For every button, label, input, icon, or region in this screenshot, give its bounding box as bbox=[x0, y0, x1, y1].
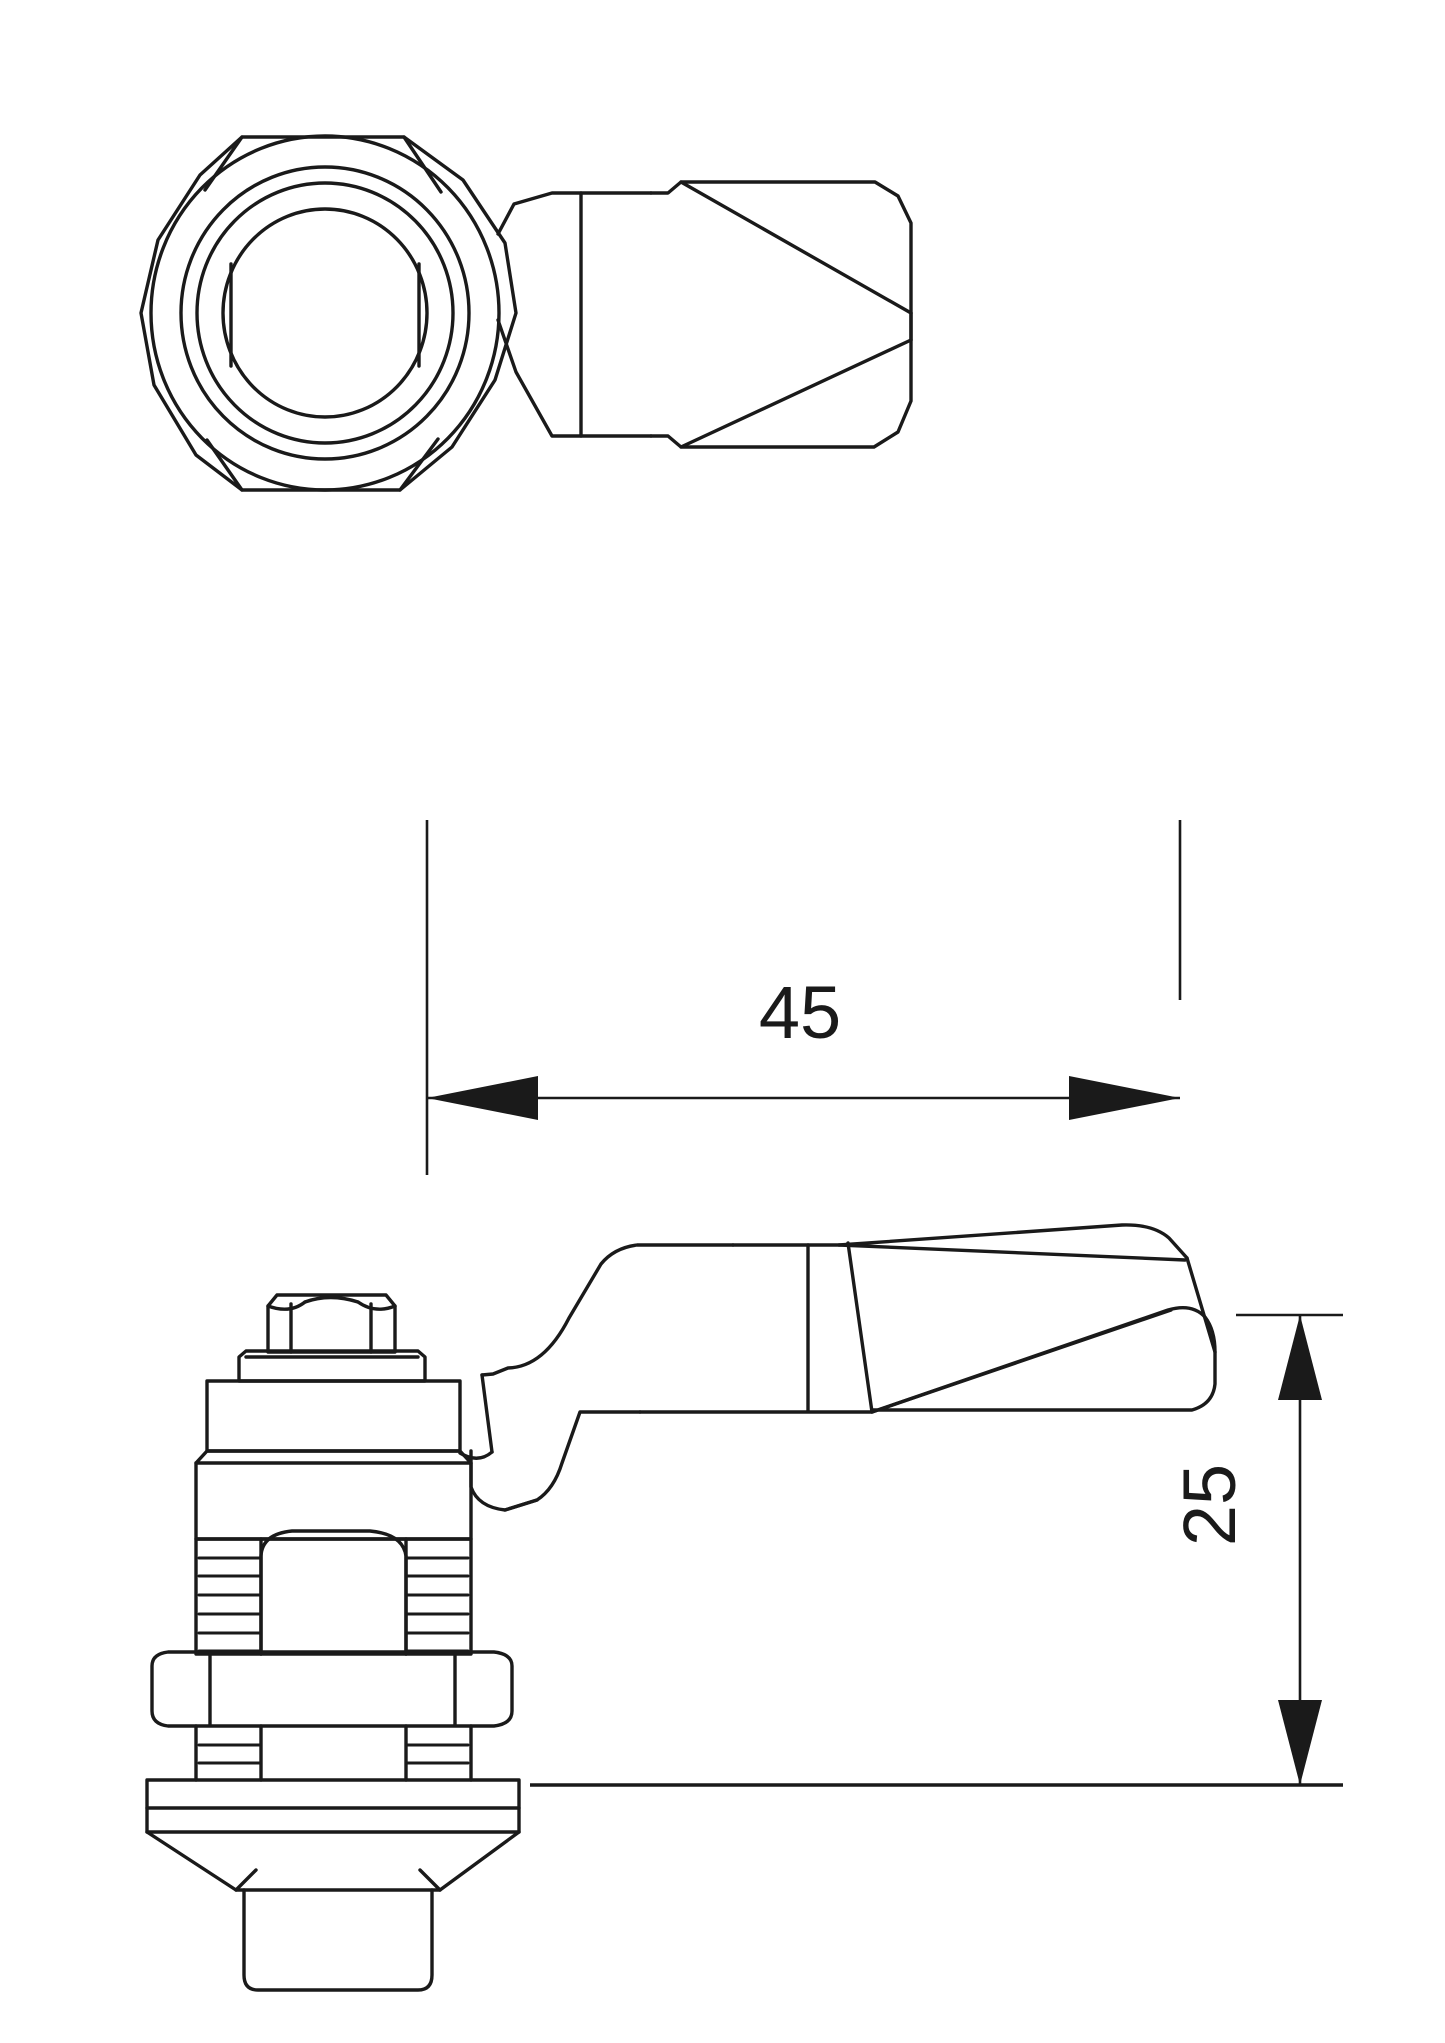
top-view-bore-circle bbox=[221, 207, 429, 419]
side-view-handle-mid-joint bbox=[503, 1498, 539, 1512]
side-view-thread-section bbox=[194, 1537, 473, 1656]
side-view-group bbox=[145, 1223, 1217, 1992]
top-view-handle-neck-lower bbox=[496, 318, 653, 438]
side-view-handle-arm-join bbox=[480, 1373, 494, 1454]
dim45-arrowheads bbox=[427, 1076, 1180, 1120]
dimension-45-label: 45 bbox=[759, 971, 841, 1054]
top-view-body-circle-3 bbox=[195, 181, 455, 445]
side-view-cap-nut-chamfer-arc bbox=[266, 1300, 307, 1311]
top-view-handle-taper-bottom bbox=[679, 338, 913, 449]
dimension-45-group bbox=[425, 820, 1182, 1175]
top-view-hex-facet-bot-right bbox=[398, 437, 440, 492]
side-view-taper-skirt bbox=[145, 1830, 521, 1892]
side-view-bottom-spigot bbox=[242, 1888, 434, 1992]
side-view-lock-nut bbox=[150, 1650, 514, 1728]
dim25-arrow-top bbox=[1278, 1315, 1322, 1400]
top-view-group bbox=[139, 134, 913, 492]
side-view-handle-grip-end bbox=[1185, 1256, 1217, 1354]
dim45-arrow-left bbox=[427, 1076, 538, 1120]
side-view-cap-nut-chamfer-arc2 bbox=[303, 1295, 360, 1304]
dimension-25-label: 25 bbox=[1168, 1464, 1251, 1546]
top-view-handle-taper-top bbox=[679, 180, 913, 315]
side-view-inner-dome bbox=[259, 1529, 408, 1656]
dim25-arrow-bottom bbox=[1278, 1700, 1322, 1785]
side-view-handle-grip-upper bbox=[731, 1223, 1189, 1260]
side-view-lower-thread bbox=[194, 1724, 473, 1782]
side-view-taper-skirt-line bbox=[234, 1868, 442, 1892]
side-view-handle-arm-top bbox=[480, 1243, 735, 1377]
dim25-arrowheads bbox=[1278, 1315, 1322, 1785]
side-view-thread-lines-left bbox=[197, 1556, 263, 1653]
side-view-handle-grip-lower bbox=[638, 1306, 1217, 1414]
dim45-arrow-right bbox=[1069, 1076, 1180, 1120]
top-view-handle-neck-upper bbox=[496, 191, 653, 236]
side-view-handle-grip-split-1 bbox=[846, 1241, 874, 1414]
side-view-handle-grip-diag-top bbox=[837, 1243, 1187, 1262]
side-view-cap-nut-chamfer-arc3 bbox=[356, 1300, 397, 1311]
top-view-body-circle-outer bbox=[149, 134, 501, 492]
side-view-lower-thread-lines bbox=[197, 1743, 470, 1765]
top-view-body-circle-2 bbox=[179, 165, 471, 461]
side-view-handle-grip-diag-bottom bbox=[870, 1308, 1173, 1414]
side-view-handle-lower-contour bbox=[458, 1450, 494, 1460]
